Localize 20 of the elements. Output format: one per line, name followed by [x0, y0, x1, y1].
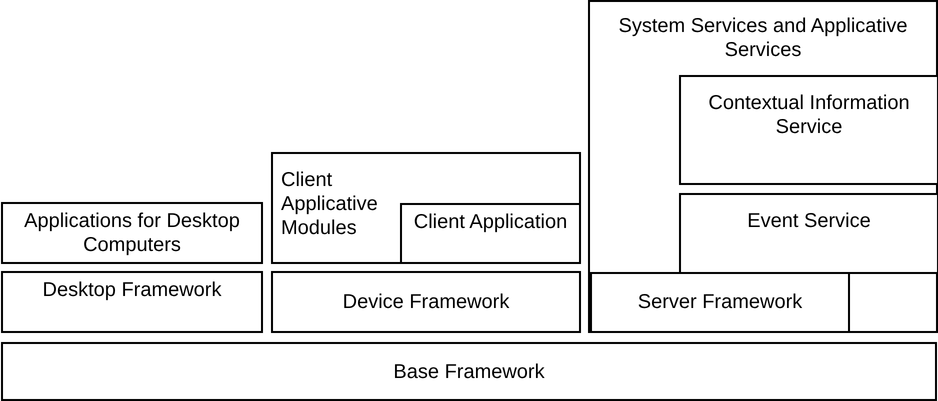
layer-box: [1, 202, 263, 264]
layer-box: [1, 271, 263, 333]
layer-box: [679, 75, 938, 185]
layer-box: [590, 272, 850, 333]
layer-label: Contextual Information Service: [707, 91, 911, 139]
layer-label: Server Framework: [636, 290, 804, 314]
layer-label: Client Applicative Modules: [281, 168, 379, 240]
layer-label: Desktop Framework: [42, 278, 222, 302]
layer-label: Device Framework: [342, 290, 510, 314]
layer-label: Event Service: [746, 209, 872, 233]
layer-box: [679, 193, 938, 274]
layer-label: Applications for Desktop Computers: [23, 209, 241, 257]
layer-box: [271, 152, 581, 264]
layer-label: Client Application: [412, 210, 568, 234]
layer-label: Base Framework: [392, 360, 546, 384]
layer-label: System Services and Applicative Services: [617, 14, 909, 62]
layer-box: [1, 342, 937, 401]
layer-box: [400, 203, 581, 264]
layer-box: [271, 271, 581, 333]
layer-box: [588, 0, 938, 333]
